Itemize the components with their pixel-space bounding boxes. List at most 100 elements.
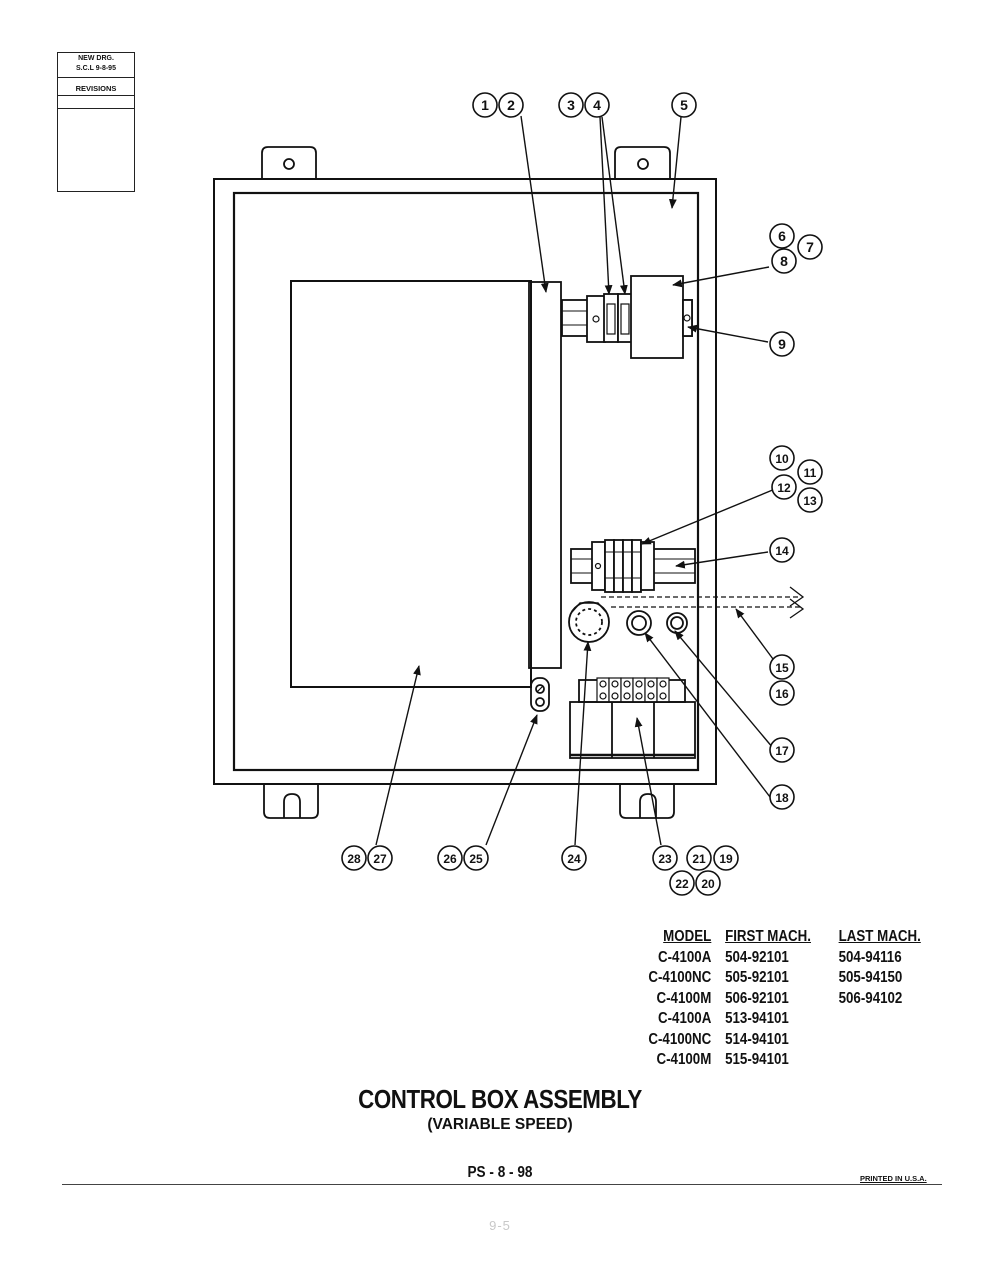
callout-17	[769, 737, 795, 763]
mounting-tab-top-left	[261, 146, 317, 178]
column-header-first-mach: FIRST MACH.	[725, 928, 811, 945]
model-cell: C-4100A	[657, 948, 712, 966]
callout-label: 22	[675, 877, 689, 891]
revisions-header: REVISIONS	[75, 84, 117, 93]
back-panel	[232, 191, 700, 772]
callout-8	[771, 248, 797, 274]
table-row: C-4100A 504-92101 504-94116	[615, 948, 902, 970]
mounting-hole	[283, 158, 295, 170]
callout-11	[797, 459, 823, 485]
page-folio: 9-5	[489, 1218, 511, 1233]
table-row: C-4100NC 505-92101 505-94150	[615, 969, 902, 990]
first-mach-cell: 504-92101	[725, 948, 789, 966]
revision-block: NEW DRG. S.C.L 9-8-95 REVISIONS	[57, 52, 135, 192]
callout-15	[769, 654, 795, 680]
model-cell: C-4100A	[657, 1010, 712, 1027]
callout-label: 1	[481, 97, 489, 113]
callout-label: 3	[567, 97, 575, 113]
footer-rule	[62, 1184, 942, 1185]
callout-label: 2	[507, 97, 515, 113]
callout-1	[472, 92, 498, 118]
fuse-holder	[603, 293, 619, 343]
model-cell: C-4100NC	[648, 1030, 712, 1048]
callout-27	[367, 845, 393, 871]
callout-label: 12	[777, 481, 791, 495]
last-mach-cell: 504-94116	[838, 948, 902, 966]
table-row: C-4100A 513-94101	[615, 1010, 899, 1031]
revision-new-drawing: NEW DRG.	[78, 55, 114, 62]
callout-19	[713, 845, 739, 871]
strain-relief-small	[666, 612, 688, 634]
callout-22	[669, 870, 695, 896]
revision-date: S.C.L 9-8-95	[76, 65, 116, 72]
terminal-screws	[596, 677, 670, 703]
callout-label: 25	[469, 852, 483, 866]
callout-20	[695, 870, 721, 896]
slot	[639, 793, 657, 818]
divider	[58, 77, 134, 78]
callout-label: 27	[373, 852, 387, 866]
page-subtitle: (VARIABLE SPEED)	[427, 1116, 573, 1133]
callout-2	[498, 92, 524, 118]
last-mach-cell: 506-94102	[838, 989, 903, 1007]
terminal-block-end	[591, 541, 606, 591]
callout-label: 10	[775, 452, 789, 466]
callout-label: 18	[775, 791, 789, 805]
first-mach-cell: 505-92101	[725, 969, 789, 986]
callout-label: 6	[778, 228, 786, 244]
drive-unit	[290, 280, 532, 688]
table-row: C-4100M 506-92101 506-94102	[615, 989, 902, 1011]
first-mach-cell: 515-94101	[725, 1051, 789, 1068]
callout-23	[652, 845, 678, 871]
callout-label: 4	[593, 97, 601, 113]
enclosure-outer	[213, 178, 717, 785]
callout-label: 14	[775, 544, 789, 558]
vertical-terminal-strip	[528, 281, 562, 669]
callout-label: 17	[775, 744, 789, 758]
page-title: CONTROL BOX ASSEMBLY	[358, 1084, 642, 1114]
callout-3	[558, 92, 584, 118]
model-cell: C-4100NC	[648, 969, 712, 986]
page-reference: PS - 8 - 98	[467, 1164, 533, 1181]
ground-lug	[530, 677, 550, 712]
table-row: C-4100M 515-94101	[615, 1051, 899, 1072]
callout-9	[769, 331, 795, 357]
callout-label: 9	[778, 336, 786, 352]
callout-18	[769, 784, 795, 810]
callout-25	[463, 845, 489, 871]
callout-label: 21	[692, 852, 706, 866]
callout-24	[561, 845, 587, 871]
callout-5	[671, 92, 697, 118]
callout-label: 20	[701, 877, 715, 891]
callout-label: 26	[443, 852, 457, 866]
callout-label: 15	[775, 661, 789, 675]
callout-4	[584, 92, 610, 118]
mounting-hole	[637, 158, 649, 170]
conduit-fitting	[568, 601, 610, 643]
callout-label: 8	[780, 253, 788, 269]
callout-21	[686, 845, 712, 871]
first-mach-cell: 506-92101	[725, 989, 789, 1007]
callout-label: 13	[803, 494, 817, 508]
callout-13	[797, 487, 823, 513]
mounting-tab-bottom-right	[619, 785, 675, 819]
callout-14	[769, 537, 795, 563]
slot	[283, 793, 301, 818]
callout-label: 5	[680, 97, 688, 113]
callout-6	[769, 223, 795, 249]
strain-relief-large	[626, 610, 652, 636]
callout-10	[769, 445, 795, 471]
printed-notice: PRINTED IN U.S.A.	[860, 1174, 927, 1183]
divider	[58, 108, 134, 109]
model-cell: C-4100M	[656, 1051, 712, 1068]
table-row: C-4100NC 514-94101	[615, 1031, 899, 1052]
callout-12	[771, 474, 797, 500]
column-header-last-mach: LAST MACH.	[838, 928, 921, 945]
callout-label: 23	[658, 852, 672, 866]
fuse-holder	[586, 295, 606, 343]
callout-label: 11	[804, 466, 817, 480]
first-mach-cell: 514-94101	[725, 1030, 789, 1048]
first-mach-cell: 513-94101	[725, 1010, 789, 1027]
callout-label: 19	[719, 852, 733, 866]
callout-label: 24	[567, 852, 581, 866]
